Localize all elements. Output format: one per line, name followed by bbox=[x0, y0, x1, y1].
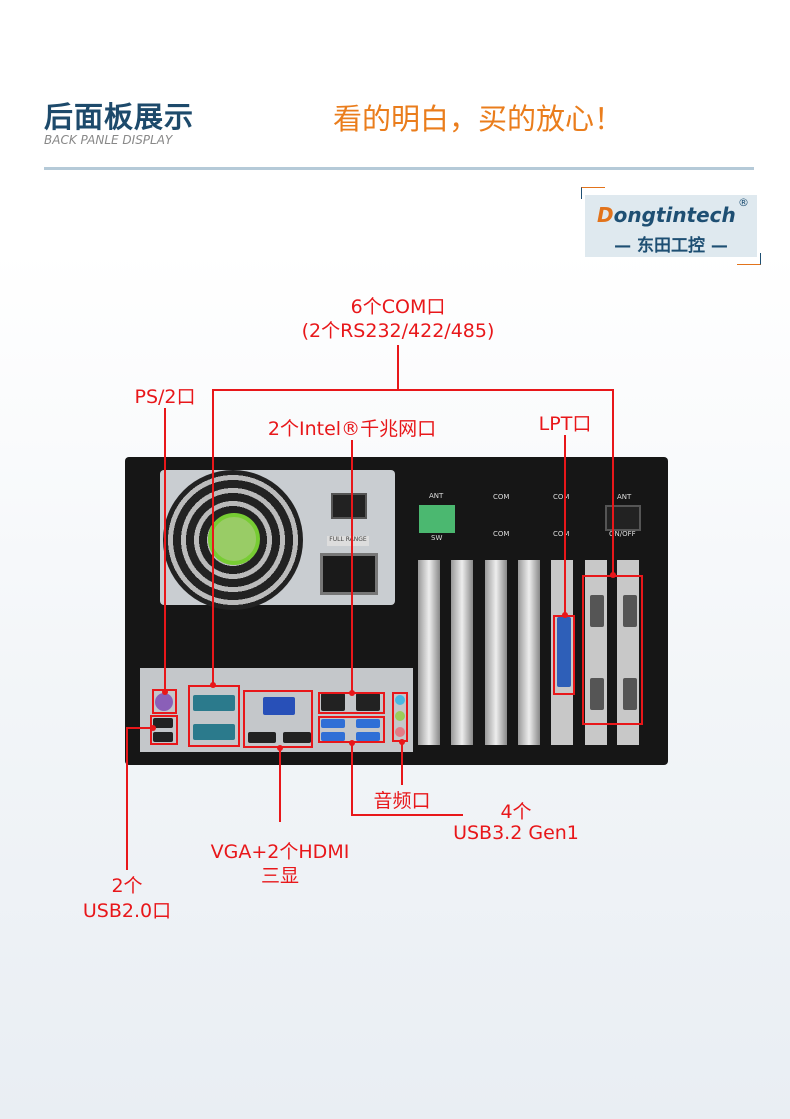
power-switch bbox=[605, 505, 641, 531]
usb2-label-line2: USB2.0口 bbox=[82, 900, 172, 922]
usb2-label-line1: 2个 bbox=[111, 875, 143, 897]
usb3-port bbox=[321, 732, 345, 741]
usb2-port bbox=[153, 732, 173, 742]
com-port bbox=[623, 678, 637, 710]
ant-label: ANT bbox=[617, 493, 632, 501]
com-port bbox=[590, 595, 604, 627]
com-port bbox=[193, 695, 235, 711]
com-label-line2: (2个RS232/422/485) bbox=[301, 320, 495, 342]
lan-port bbox=[321, 693, 345, 711]
divider bbox=[44, 167, 754, 170]
registered-mark: ® bbox=[738, 196, 749, 209]
usb3-port bbox=[356, 719, 380, 728]
fan-hub bbox=[208, 513, 260, 565]
green-terminal-connector bbox=[419, 505, 455, 533]
usb3-port bbox=[321, 719, 345, 728]
usb2-port bbox=[153, 718, 173, 728]
usb3-port bbox=[356, 732, 380, 741]
audio-jack bbox=[395, 695, 405, 705]
psu-switch bbox=[331, 493, 367, 519]
audio-label: 音频口 bbox=[373, 790, 431, 812]
hdmi-port bbox=[248, 732, 276, 743]
expansion-slot bbox=[518, 560, 540, 745]
power-inlet bbox=[320, 553, 378, 595]
ps2-port bbox=[155, 693, 173, 711]
full-range-label: FULL RANGE bbox=[327, 536, 369, 546]
com-port bbox=[623, 595, 637, 627]
audio-jack bbox=[395, 727, 405, 737]
vga-port bbox=[263, 697, 295, 715]
lan-label: 2个Intel®千兆网口 bbox=[267, 418, 437, 440]
page-title: 后面板展示 bbox=[44, 100, 195, 134]
com-label: COM bbox=[553, 493, 570, 501]
usb3-label-line1: 4个 bbox=[500, 801, 532, 823]
expansion-slot bbox=[418, 560, 440, 745]
hdmi-port bbox=[283, 732, 311, 743]
lpt-label: LPT口 bbox=[538, 413, 592, 435]
com-label-line1: 6个COM口 bbox=[350, 296, 446, 318]
on-off-label: ON/OFF bbox=[609, 530, 636, 538]
page-subtitle: BACK PANLE DISPLAY bbox=[44, 133, 173, 147]
lpt-port bbox=[557, 617, 571, 687]
video-label-line1: VGA+2个HDMI bbox=[210, 841, 350, 863]
lan-port bbox=[356, 693, 380, 711]
com-port bbox=[193, 724, 235, 740]
brand-logo: ® Dongtintech — 东田工控 — bbox=[581, 187, 761, 265]
com-label: COM bbox=[553, 530, 570, 538]
usb3-label-line2: USB3.2 Gen1 bbox=[453, 822, 579, 844]
audio-jack bbox=[395, 711, 405, 721]
brand-name-cn: — 东田工控 — bbox=[614, 236, 728, 256]
expansion-slot bbox=[451, 560, 473, 745]
slogan: 看的明白，买的放心！ bbox=[333, 102, 624, 136]
com-label: COM bbox=[493, 493, 510, 501]
brand-name-en: Dongtintech bbox=[597, 203, 736, 227]
expansion-slot bbox=[485, 560, 507, 745]
sw-label: SW bbox=[431, 534, 443, 542]
ant-label: ANT bbox=[429, 492, 444, 500]
com-port bbox=[590, 678, 604, 710]
ps2-label: PS/2口 bbox=[134, 386, 196, 408]
com-label: COM bbox=[493, 530, 510, 538]
video-label-line2: 三显 bbox=[260, 865, 300, 887]
